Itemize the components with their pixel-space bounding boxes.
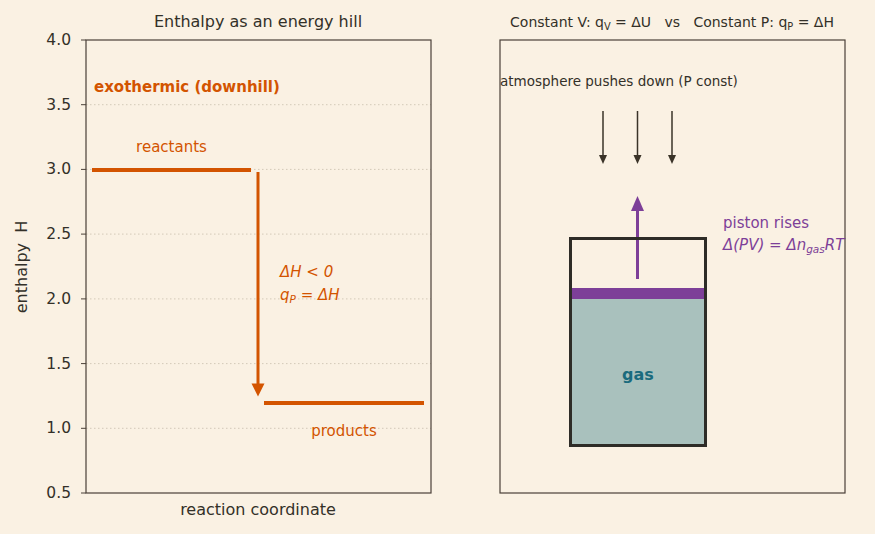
grid-line [86,298,431,299]
tick-label: 2.5 [46,225,71,244]
axis-label: reaction coordinate [180,500,336,519]
edge-label: ΔH < 0 qP = ΔH [280,261,350,307]
arrow-shaft [637,111,639,156]
subscript: P [290,293,296,305]
arrow-head [668,155,676,164]
node-label: gas [622,365,654,384]
panel-frame [500,40,845,493]
tick-mark [81,493,86,494]
node-label: reactants [136,138,207,156]
piston [569,288,707,299]
grid-line [86,428,431,429]
arrow-shaft [602,111,604,156]
tick-mark [81,40,86,41]
arrow-shaft [671,111,673,156]
tick-label: 1.0 [46,419,71,438]
tick-mark [81,104,86,105]
arrow-head [634,155,642,164]
arrow-shaft [257,172,260,385]
panel-title: Enthalpy as an energy hill [154,12,362,31]
axis-label: enthalpy H [12,221,31,313]
annotation: piston rises [723,214,809,232]
tick-label: 2.0 [46,290,71,309]
tick-mark [81,298,86,299]
tick-mark [81,363,86,364]
node-label: products [311,422,377,440]
tick-label: 0.5 [46,484,71,503]
energy-level: products [264,401,424,406]
tick-mark [81,428,86,429]
tick-mark [81,234,86,235]
subscript: gas [806,243,825,255]
axes-frame [86,40,431,493]
tick-label: 1.5 [46,354,71,373]
piston-arrow-shaft [636,208,639,279]
panel-title: Constant V: qV = ΔU vs Constant P: qP = … [510,14,834,31]
tick-label: 3.5 [46,95,71,114]
connector-arrow [252,172,265,397]
grid-line [86,234,431,235]
tick-marks [81,40,86,493]
equation: Δ(PV) = ΔngasRT [723,236,844,254]
subscript: V [604,21,611,32]
tick-label: 3.0 [46,160,71,179]
cylinder: gas [569,237,707,447]
tick-label: 4.0 [46,31,71,50]
arrow-head [252,384,265,397]
grid-line [86,363,431,364]
arrow-head [599,155,607,164]
subscript: P [787,21,793,32]
annotation: atmosphere pushes down (P const) [500,73,738,89]
annotation: exothermic (downhill) [94,78,280,96]
gas-fill [569,299,707,447]
grid-line [86,104,431,105]
atmosphere-arrows [599,111,676,164]
energy-level: reactants [92,168,251,173]
tick-mark [81,169,86,170]
piston-arrow-head [631,196,644,211]
grid-lines [86,105,431,429]
